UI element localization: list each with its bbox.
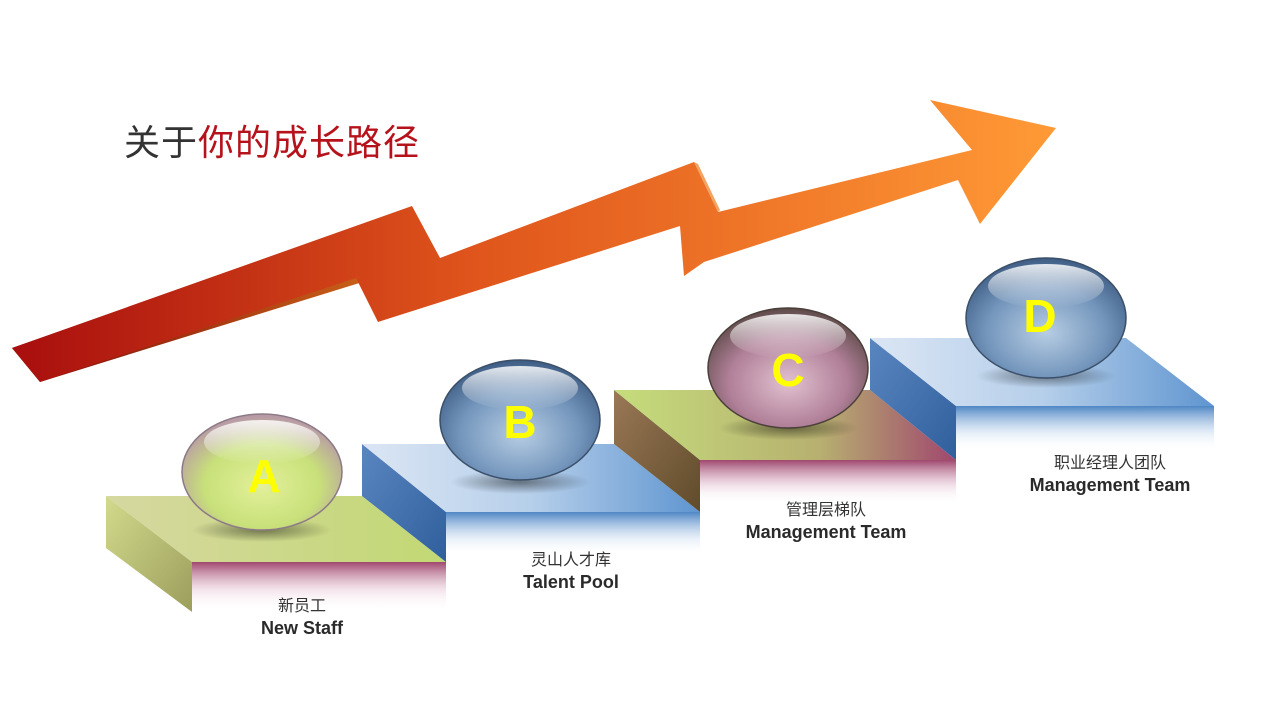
ball-c: C [707, 307, 869, 440]
step-a-name-en: New Staff [260, 618, 343, 638]
step-b-letter: B [503, 396, 536, 448]
step-b-name-en: Talent Pool [523, 572, 619, 592]
ball-d: D [965, 257, 1127, 388]
step-b-name-cn: 灵山人才库 [530, 550, 611, 569]
step-c-name-en: Management Team [745, 522, 907, 542]
step-d-name-en: Management Team [1029, 475, 1191, 495]
step-d-label: 职业经理人团队 Management Team [990, 453, 1230, 497]
page-title: 关于你的成长路径 [124, 114, 420, 166]
step-c-name-cn: 管理层梯队 [785, 500, 866, 519]
step-a-name-cn: 新员工 [277, 596, 326, 615]
step-b-label: 灵山人才库 Talent Pool [451, 550, 691, 594]
title-highlight: 你的成长路径 [198, 123, 421, 164]
growth-arrow [12, 100, 1056, 382]
step-c-label: 管理层梯队 Management Team [706, 500, 946, 544]
ball-a: A [181, 413, 343, 542]
step-a-letter: A [247, 450, 280, 502]
title-prefix: 关于 [124, 123, 199, 164]
ball-b: B [439, 359, 601, 494]
step-c-letter: C [771, 344, 804, 396]
step-d-name-cn: 职业经理人团队 [1053, 453, 1166, 472]
step-d-letter: D [1023, 290, 1056, 342]
step-a-label: 新员工 New Staff [182, 596, 422, 640]
